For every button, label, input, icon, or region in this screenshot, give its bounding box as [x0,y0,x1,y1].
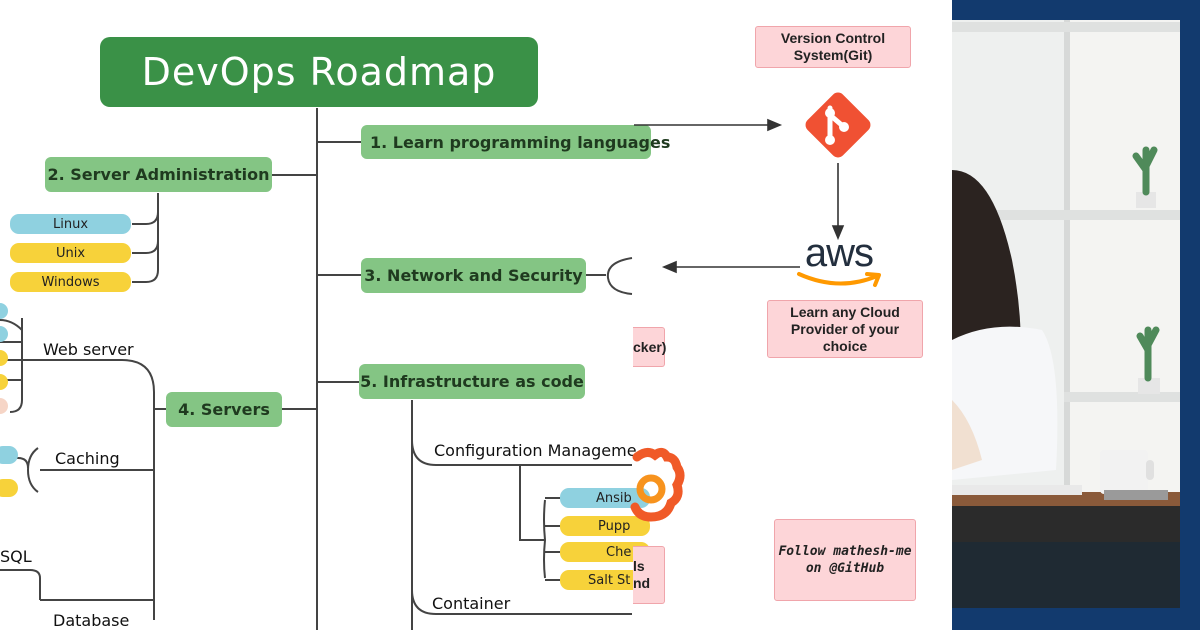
web-server-pill [0,398,8,414]
cloud-provider-box: Learn any Cloud Provider of your choice [767,300,923,358]
caching-pill [0,479,18,497]
office-photo-art [952,0,1200,630]
topic-caching: Caching [55,448,120,468]
grafana-logo-icon [630,447,685,522]
branch-network-security: 3. Network and Security [361,258,586,293]
web-server-pill [0,350,8,366]
roadmap-title: DevOps Roadmap [100,37,538,107]
aws-logo-text: aws [804,230,874,275]
vcs-box: Version Control System(Git) [755,26,911,68]
topic-database: Database [53,610,130,630]
branch-learn-programming: 1. Learn programming languages [361,125,670,159]
config-tool-salt-stack: Salt St [560,570,650,590]
branch-server-administration: 2. Server Administration [45,157,272,192]
tools-box-line-2: nd [633,575,651,591]
tools-box-partial: ls nd [633,546,665,604]
topic-sql: SQL [0,546,32,566]
os-item-windows: Windows [10,272,131,292]
config-tool-chef: Che [560,542,650,562]
web-server-pill [0,303,8,319]
web-server-pill [0,326,8,342]
roadmap-mindmap: DevOps Roadmap 1. Learn programming lang… [0,37,670,630]
git-logo-icon [805,92,871,158]
follow-github-box: Follow mathesh-me on @GitHub [774,519,916,601]
os-item-linux: Linux [10,214,131,234]
branch-servers: 4. Servers [166,392,282,427]
topic-web-server: Web server [43,339,134,359]
topic-configuration-management: Configuration Manageme [434,440,637,460]
docker-box-partial: cker) [633,327,666,367]
office-photo [952,0,1200,630]
web-server-pill [0,374,8,390]
branch-iac: 5. Infrastructure as code [359,364,585,399]
caching-pill [0,446,18,464]
os-item-unix: Unix [10,243,131,263]
topic-container: Container [432,593,511,613]
aws-smile-icon [797,272,881,287]
mindmap-connectors [0,108,633,630]
config-tool-puppet: Pupp [560,516,650,536]
config-tool-ansible: Ansib [560,488,650,508]
tools-box-line-1: ls [633,558,645,574]
